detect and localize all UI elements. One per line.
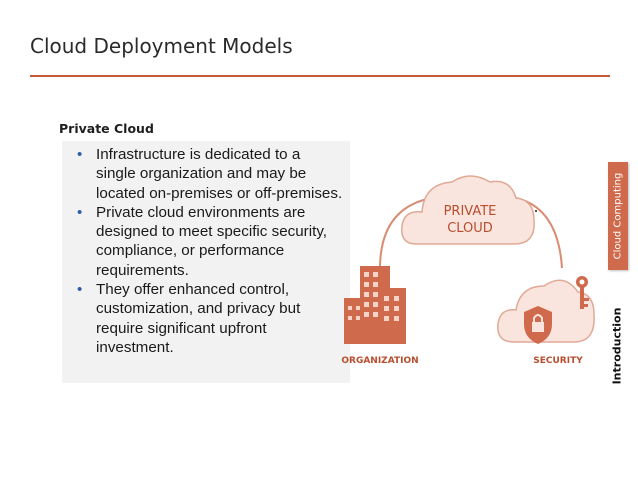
- left-connector-line: [378, 197, 433, 275]
- bullet-marker: •: [77, 146, 83, 163]
- side-section-text: Introduction: [610, 307, 624, 385]
- bullet-text: Infrastructure is dedicated to a single …: [96, 146, 343, 202]
- bullet-text: They offer enhanced control, customizati…: [96, 281, 301, 356]
- stray-dot: [535, 210, 537, 212]
- key-icon: [576, 276, 589, 309]
- private-cloud-illustration: PRIVATE CLOUD ORGANIZATION: [341, 175, 595, 366]
- building-icon: [344, 266, 406, 344]
- bullet-item: • Private cloud environments are designe…: [62, 203, 350, 280]
- side-tab-cloud-computing[interactable]: Cloud Computing: [608, 162, 628, 270]
- title-divider: [30, 75, 610, 77]
- bullet-item: • They offer enhanced control, customiza…: [62, 280, 350, 357]
- bullet-text: Private cloud environments are designed …: [96, 203, 328, 279]
- bullet-marker: •: [77, 203, 83, 221]
- slide-title: Cloud Deployment Models: [30, 34, 293, 58]
- bullet-item: • Infrastructure is dedicated to a singl…: [62, 145, 350, 203]
- side-section-label: Introduction: [606, 307, 628, 385]
- cloud-label-line2: CLOUD: [447, 221, 493, 236]
- security-caption: SECURITY: [533, 356, 583, 366]
- bullet-panel: • Infrastructure is dedicated to a singl…: [62, 141, 350, 383]
- cloud-label-line1: PRIVATE: [444, 204, 497, 219]
- cloud-icon: [401, 175, 535, 245]
- side-tab-label: Cloud Computing: [612, 172, 624, 260]
- section-subtitle: Private Cloud: [59, 121, 154, 136]
- shield-lock-icon: [524, 306, 552, 344]
- bullet-list: • Infrastructure is dedicated to a singl…: [62, 141, 350, 357]
- bullet-marker: •: [77, 281, 83, 299]
- organization-caption: ORGANIZATION: [341, 356, 418, 366]
